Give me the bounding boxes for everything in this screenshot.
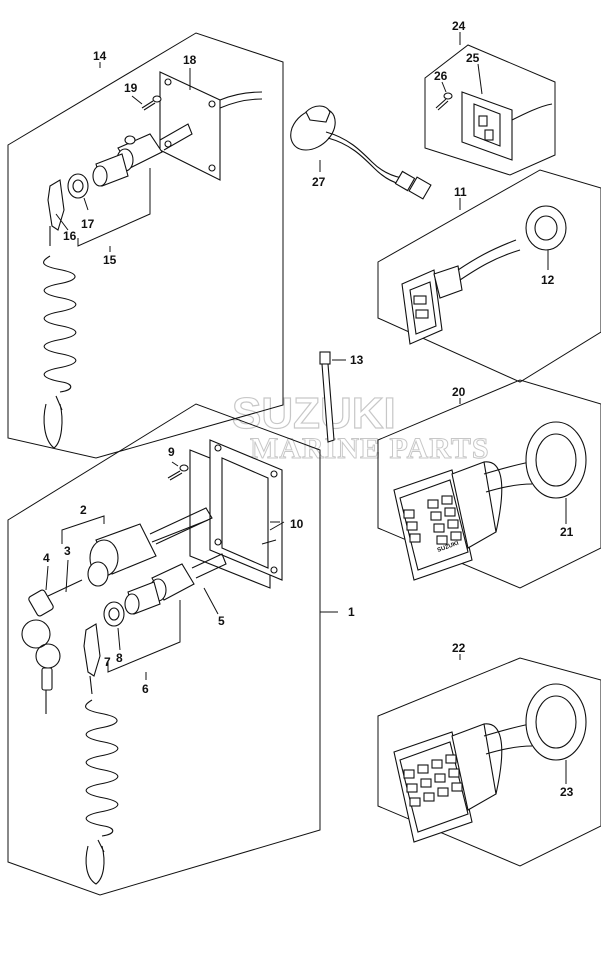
callout-14: 14	[93, 49, 107, 63]
callout-15: 15	[103, 253, 117, 267]
switch-20-buttons	[403, 495, 462, 545]
screw-19	[141, 95, 162, 111]
callout-8: 8	[116, 651, 123, 665]
switch-panel-20: SUZUKI	[393, 461, 533, 581]
callout-1: 1	[348, 605, 355, 619]
callout-4: 4	[43, 551, 50, 565]
mounting-plate-10	[189, 439, 285, 589]
callout-17: 17	[81, 217, 95, 231]
callout-2: 2	[80, 503, 87, 517]
callout-24: 24	[452, 19, 466, 33]
ring-8	[103, 601, 125, 627]
lanyard-16	[43, 179, 77, 449]
lanyard-7	[83, 623, 119, 885]
callout-10: 10	[290, 517, 304, 531]
callout-3: 3	[64, 544, 71, 558]
mounting-plate-18	[159, 71, 263, 181]
assembly-panel-11	[377, 169, 601, 383]
callout-6: 6	[142, 682, 149, 696]
callout-16: 16	[63, 229, 77, 243]
switch-panel-22	[393, 723, 533, 843]
leader-lines-14	[55, 62, 191, 252]
ring-23	[525, 683, 587, 784]
switch-22-buttons	[403, 754, 463, 807]
callout-5: 5	[218, 614, 225, 628]
ring-12	[525, 205, 567, 270]
callout-21: 21	[560, 525, 574, 539]
callout-20: 20	[452, 385, 466, 399]
assembly-panel-24	[424, 32, 556, 176]
harness-27	[290, 105, 432, 200]
assembly-panel-14	[7, 32, 284, 459]
callout-12: 12	[541, 273, 555, 287]
callout-9: 9	[168, 445, 175, 459]
leader-lines-1	[45, 515, 280, 680]
assembly-panel-20	[377, 379, 601, 589]
callout-labels: 1 2 3 4 5 6 7 8 9 10 11 12 13 14 15 16 1…	[43, 19, 574, 799]
callout-22: 22	[452, 641, 466, 655]
screw-26	[435, 81, 453, 111]
ring-21	[525, 421, 587, 524]
cable-tie-13	[319, 351, 346, 443]
callout-18: 18	[183, 53, 197, 67]
callout-19: 19	[124, 81, 138, 95]
callout-27: 27	[312, 175, 326, 189]
watermark: SUZUKI MARINE PARTS	[231, 388, 490, 465]
screw-9	[167, 461, 189, 481]
callout-11: 11	[454, 185, 467, 199]
ring-17	[67, 173, 89, 199]
watermark-line2: MARINE PARTS	[250, 432, 490, 465]
callout-23: 23	[560, 785, 574, 799]
ignition-key-4	[21, 579, 83, 714]
stop-switch-15	[92, 123, 193, 187]
callout-25: 25	[466, 51, 480, 65]
stop-switch-6	[124, 553, 227, 615]
assembly-panel-1	[7, 403, 338, 896]
watermark-line1: SUZUKI	[232, 389, 396, 438]
key-switch-2	[87, 507, 213, 587]
switch-25	[461, 63, 553, 161]
callout-13: 13	[350, 353, 364, 367]
assembly-panel-22	[377, 654, 601, 867]
switch-11	[401, 239, 521, 345]
callout-7: 7	[104, 655, 111, 669]
callout-26: 26	[434, 69, 448, 83]
